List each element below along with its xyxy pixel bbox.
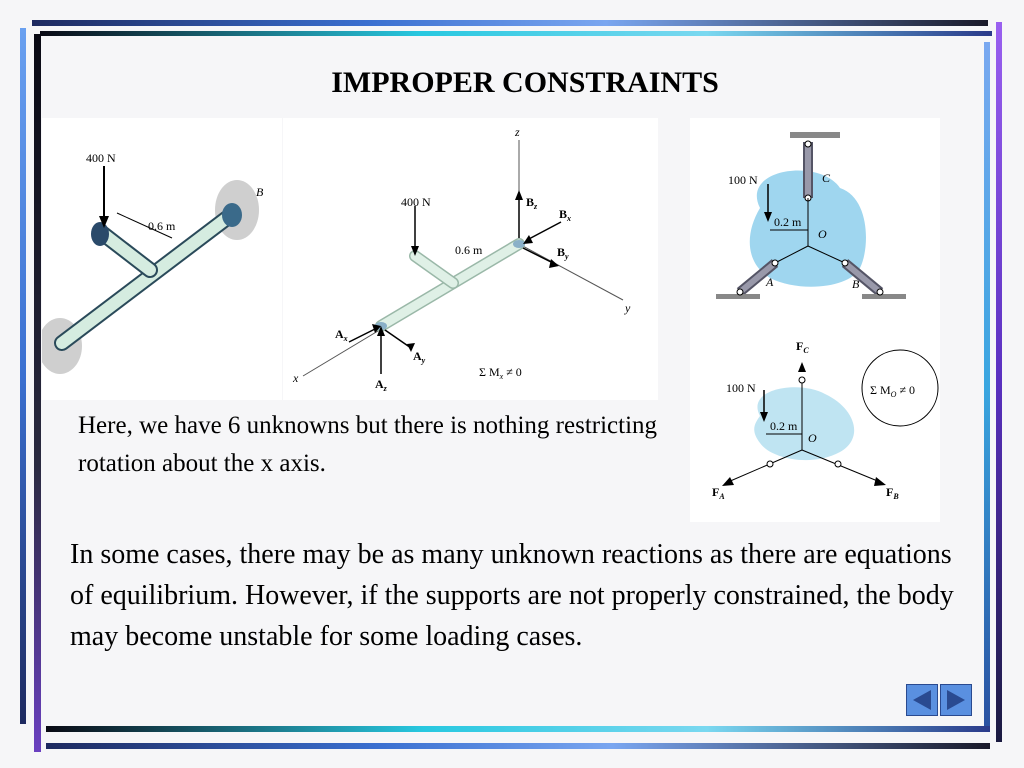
pipe-assembly-drawing: 400 N 0.6 m B — [42, 151, 264, 374]
by-label: By — [557, 245, 569, 261]
y-axis — [518, 243, 624, 301]
rigid-body-bottom — [754, 387, 855, 461]
next-slide-button[interactable] — [940, 684, 972, 716]
moment-o-equation: Σ MO≠ 0 — [870, 383, 915, 399]
caption-improper-constraints: In some cases, there may be as many unkn… — [70, 539, 954, 652]
point-a-label: A — [765, 275, 774, 289]
bz-label: Bz — [526, 195, 538, 211]
figure-free-body-3d: z y x 400 N 0.6 m Bz Bx By Ax Ay Az Σ Mx… — [283, 118, 658, 400]
fb-label: FB — [886, 485, 899, 501]
slide-title: IMPROPER CONSTRAINTS — [331, 66, 719, 99]
force-400-label: 400 N — [401, 195, 431, 209]
force-label: 400 N — [86, 151, 116, 165]
point-o-label: O — [818, 227, 827, 241]
figure-pipe-assembly: 400 N 0.6 m B — [42, 118, 282, 400]
frame-bottom-bar-2 — [46, 743, 990, 749]
planar-body-drawing: C O A B 100 N 0.2 m FC FA FB O — [712, 132, 939, 501]
frame-bottom-bar-1 — [46, 726, 990, 732]
fa-label: FA — [712, 485, 725, 501]
ax-label: Ax — [335, 327, 348, 343]
force-100-label: 100 N — [728, 173, 758, 187]
point-b-label: B — [256, 185, 264, 199]
dim-06-label: 0.6 m — [455, 243, 483, 257]
dim-02-label-bottom: 0.2 m — [770, 419, 798, 433]
frame-right-bar-1 — [984, 42, 990, 732]
point-o-label-bottom: O — [808, 431, 817, 445]
point-b-label-right: B — [852, 277, 860, 291]
x-axis — [302, 327, 384, 377]
ay-label: Ay — [413, 349, 426, 365]
bx-label: Bx — [559, 207, 571, 223]
pipe-cap — [91, 222, 109, 246]
moment-x-equation: Σ Mx≠ 0 — [479, 365, 522, 381]
fbd-3d-drawing: z y x 400 N 0.6 m Bz Bx By Ax Ay Az Σ Mx… — [292, 125, 631, 393]
axis-z-label: z — [514, 125, 520, 139]
frame-right-bar-2 — [996, 22, 1002, 742]
axis-y-label: y — [624, 301, 631, 315]
caption-unknowns: Here, we have 6 unknowns but there is no… — [78, 412, 658, 477]
frame-top-bar-2 — [40, 31, 992, 36]
axis-x-label: x — [292, 371, 299, 385]
point-c-label: C — [822, 171, 831, 185]
dim-02-label: 0.2 m — [774, 215, 802, 229]
figure-planar-body: C O A B 100 N 0.2 m FC FA FB O — [690, 118, 940, 522]
frame-top-bar-1 — [32, 20, 988, 26]
moment-circle — [861, 349, 939, 427]
dimension-label: 0.6 m — [148, 219, 176, 233]
frame-left-bar-2 — [34, 34, 41, 752]
triangle-right-icon — [947, 690, 965, 710]
triangle-left-icon — [913, 690, 931, 710]
force-100-label-bottom: 100 N — [726, 381, 756, 395]
frame-left-bar-1 — [20, 28, 26, 724]
prev-slide-button[interactable] — [906, 684, 938, 716]
az-label: Az — [375, 377, 388, 393]
fc-label: FC — [796, 339, 809, 355]
